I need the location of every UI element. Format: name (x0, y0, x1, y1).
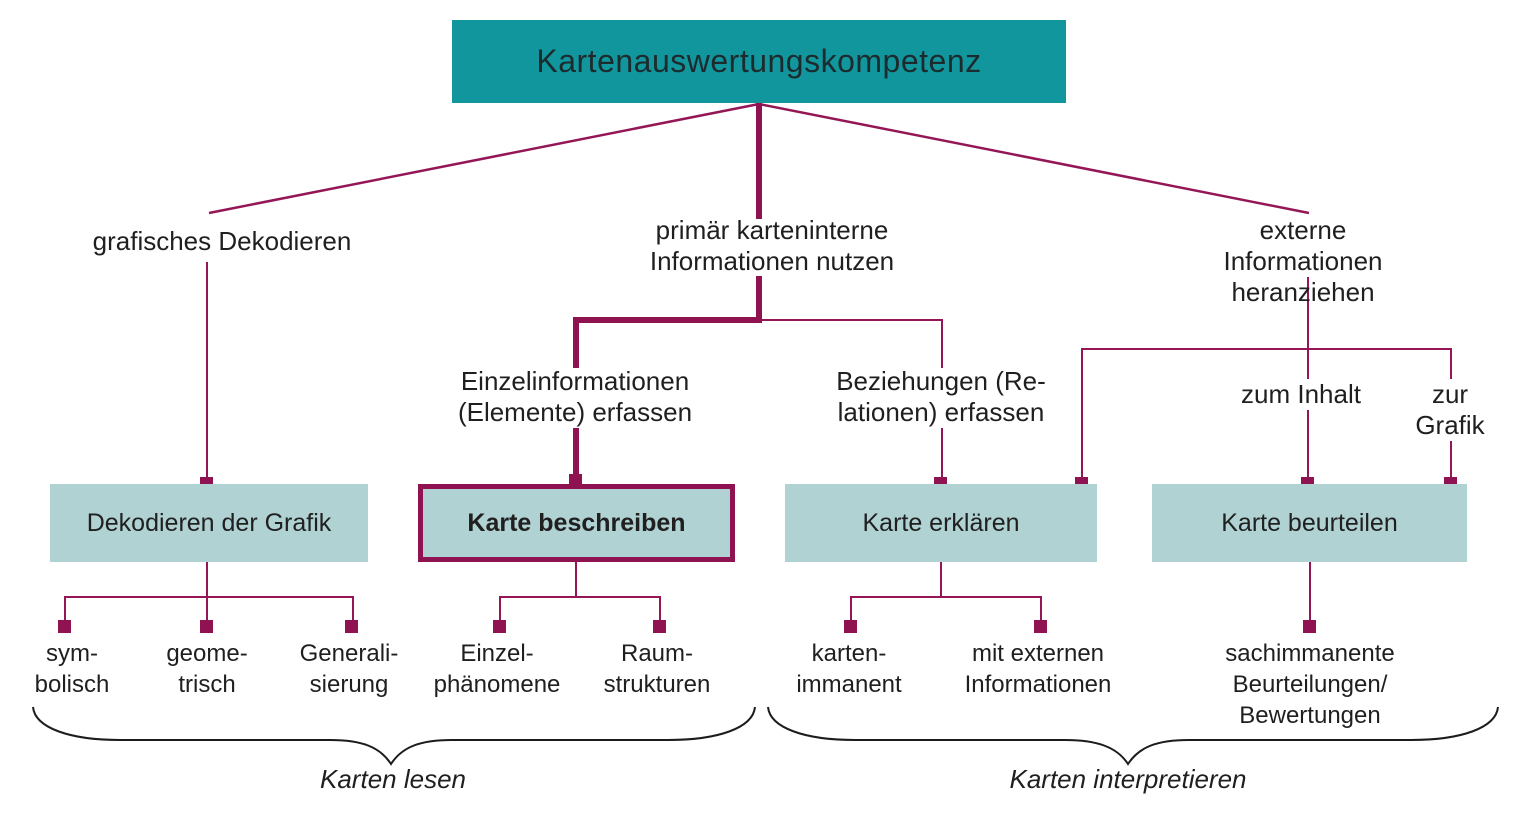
branch-beziehungen: Beziehungen (Re- lationen) erfassen (836, 366, 1046, 427)
connector-kartenimmanent (850, 596, 852, 622)
caption-karten-interpretieren: Karten interpretieren (1009, 764, 1247, 794)
branch-einzelinformationen: Einzelinformationen (Elemente) erfassen (457, 366, 693, 427)
connector-root-right (758, 102, 1310, 215)
connector-root-left (208, 102, 760, 215)
root-node: Kartenauswertungskompetenz (452, 20, 1066, 103)
connector-left-down (206, 262, 208, 484)
connector-right-down (1307, 277, 1309, 348)
connector-center-down (756, 276, 762, 323)
connector-center-hthin (762, 319, 942, 321)
connector-center-hthick (573, 317, 762, 323)
connector-box3-down (940, 562, 942, 597)
node-square (200, 620, 213, 633)
node-square (1034, 620, 1047, 633)
connector-raumstrukturen (659, 596, 661, 622)
leaf-raumstrukturen: Raum- strukturen (603, 640, 711, 698)
connector-right-h (1081, 348, 1452, 350)
box-label: Karte erklären (862, 508, 1020, 537)
connector-beziehungen-down (941, 428, 943, 484)
leaf-generalisierung: Generali- sierung (299, 640, 399, 698)
root-node-label: Kartenauswertungskompetenz (536, 43, 982, 79)
node-square (1303, 620, 1316, 633)
leaf-symbolisch: sym- bolisch (34, 640, 110, 698)
box-label: Karte beurteilen (1221, 508, 1398, 537)
connector-erklaeren-ext (1081, 348, 1083, 484)
brace-left-icon (32, 706, 756, 766)
box-karte-erklaeren: Karte erklären (785, 484, 1097, 562)
connector-box3-h (850, 596, 1042, 598)
connector-box4-down (1309, 562, 1311, 622)
connector-einzel-down (573, 428, 579, 484)
connector-root-center (756, 103, 762, 219)
branch-externe-informationen: externe Informationen heranziehen (1223, 215, 1383, 307)
branch-zum-inhalt: zum Inhalt (1236, 379, 1366, 410)
node-square (844, 620, 857, 633)
box-karte-beschreiben: Karte beschreiben (418, 484, 735, 562)
box-label: Dekodieren der Grafik (86, 508, 332, 537)
connector-inhalt-down (1307, 348, 1309, 484)
connector-box1-down (206, 562, 208, 597)
node-square (345, 620, 358, 633)
connector-einzelphaenomene (499, 596, 501, 622)
branch-karteninterne-informationen: primär karteninterne Informationen nutze… (649, 215, 895, 276)
connector-einzel-up (573, 317, 579, 368)
connector-box2-h (499, 596, 661, 598)
node-square (653, 620, 666, 633)
box-dekodieren-der-grafik: Dekodieren der Grafik (50, 484, 368, 562)
branch-grafisches-dekodieren: grafisches Dekodieren (92, 226, 352, 256)
connector-generali (352, 596, 354, 622)
branch-zur-grafik: zur Grafik (1410, 379, 1490, 441)
leaf-kartenimmanent: karten- immanent (796, 640, 902, 698)
connector-beziehungen-up (941, 319, 943, 368)
box-label: Karte beschreiben (467, 508, 686, 537)
box-karte-beurteilen: Karte beurteilen (1152, 484, 1467, 562)
connector-box1-h (64, 596, 354, 598)
caption-karten-lesen: Karten lesen (320, 764, 466, 794)
node-square (58, 620, 71, 633)
leaf-einzelphaenomene: Einzel- phänomene (433, 640, 561, 698)
leaf-sachimmanente-beurteilungen: sachimmanente Beurteilungen/ Bewertungen (1225, 640, 1395, 729)
connector-geome (206, 596, 208, 622)
leaf-mit-externen-informationen: mit externen Informationen (964, 640, 1112, 698)
leaf-geometrisch: geome- trisch (166, 640, 248, 698)
connector-mitexternen (1040, 596, 1042, 622)
connector-box2-down (575, 562, 577, 597)
node-square (569, 474, 582, 487)
connector-sym (64, 596, 66, 622)
node-square (493, 620, 506, 633)
